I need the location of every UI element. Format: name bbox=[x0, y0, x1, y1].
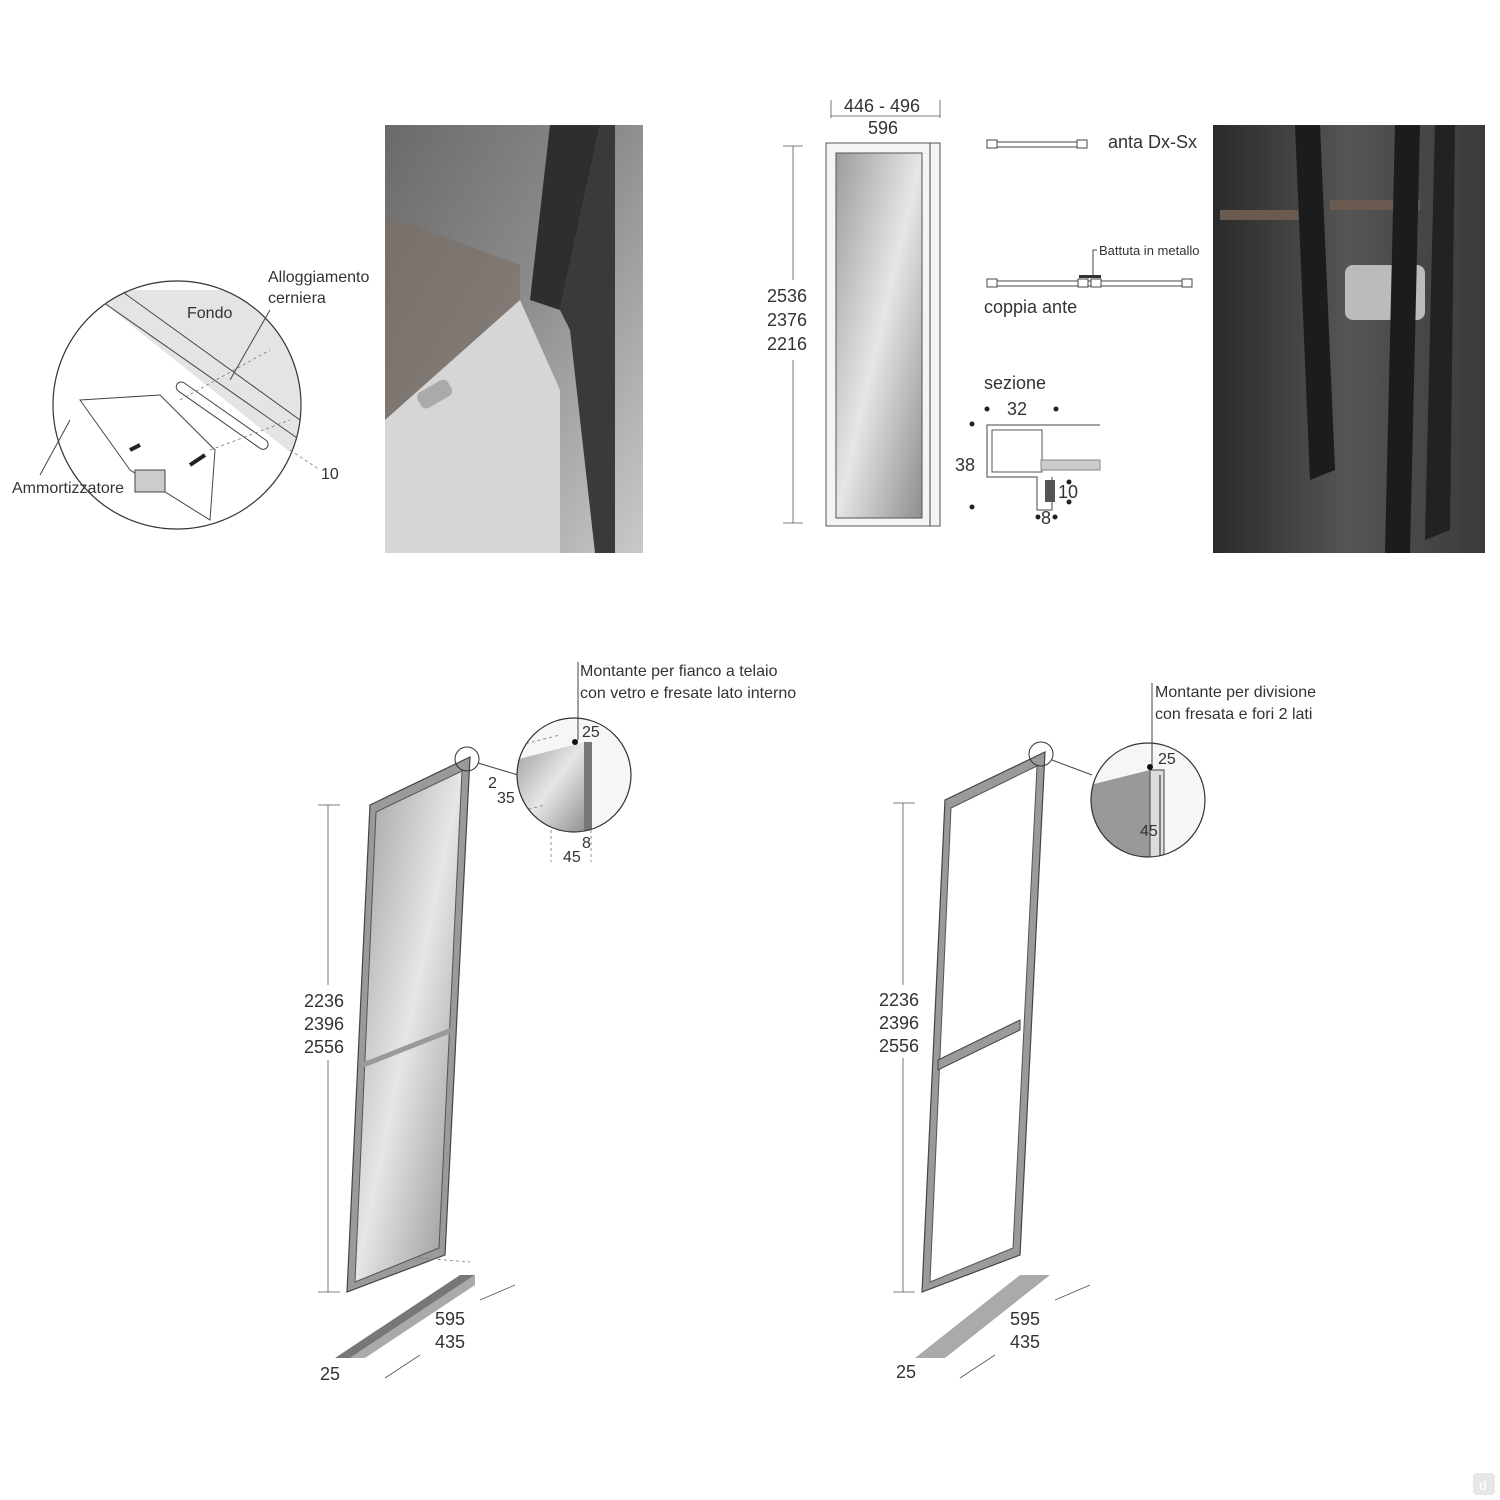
divider-callout-1: Montante per divisione bbox=[1155, 684, 1316, 701]
door-width-max: 596 bbox=[868, 118, 898, 138]
brand-logo: d bbox=[1473, 1473, 1495, 1495]
side-dim-8: 8 bbox=[582, 835, 591, 852]
door-elevation: 446 - 496 596 2536 2376 2216 bbox=[767, 96, 941, 527]
section-title: sezione bbox=[984, 373, 1046, 393]
side-upright-drawing: Montante per fianco a telaio con vetro e… bbox=[304, 662, 796, 1384]
divider-height-1: 2236 bbox=[879, 990, 919, 1010]
side-callout-2: con vetro e fresate lato interno bbox=[580, 685, 796, 702]
divider-depth-1: 595 bbox=[1010, 1309, 1040, 1329]
side-callout-1: Montante per fianco a telaio bbox=[580, 663, 778, 680]
divider-upright-drawing: Montante per divisione con fresata e for… bbox=[879, 683, 1316, 1382]
side-dim-35: 35 bbox=[497, 790, 515, 807]
door-height-3: 2216 bbox=[767, 334, 807, 354]
housing-label: Alloggiamento bbox=[268, 269, 370, 286]
section-profile bbox=[969, 406, 1101, 520]
divider-dim-45: 45 bbox=[1140, 823, 1158, 840]
divider-callout-2: con fresata e fori 2 lati bbox=[1155, 706, 1312, 723]
side-height-1: 2236 bbox=[304, 991, 344, 1011]
wardrobe-photo bbox=[1213, 125, 1485, 553]
side-depth-2: 435 bbox=[435, 1332, 465, 1352]
divider-dim-25: 25 bbox=[1158, 751, 1176, 768]
hinge-detail: Alloggiamento cerniera Fondo Ammortizzat… bbox=[12, 269, 370, 530]
side-height-3: 2556 bbox=[304, 1037, 344, 1057]
metal-stop-label: Battuta in metallo bbox=[1099, 243, 1199, 258]
divider-depth-2: 435 bbox=[1010, 1332, 1040, 1352]
section-groove-width: 8 bbox=[1041, 508, 1051, 528]
divider-height-3: 2556 bbox=[879, 1036, 919, 1056]
single-door-label: anta Dx-Sx bbox=[1108, 132, 1197, 152]
side-height-2: 2396 bbox=[304, 1014, 344, 1034]
housing-label-2: cerniera bbox=[268, 290, 326, 307]
bottom-label: Fondo bbox=[187, 305, 232, 322]
hinge-photo bbox=[385, 125, 643, 553]
side-dim-2: 2 bbox=[488, 775, 497, 792]
damper-label: Ammortizzatore bbox=[12, 480, 124, 497]
section-height: 38 bbox=[955, 455, 975, 475]
section-width: 32 bbox=[1007, 399, 1027, 419]
plan-views: anta Dx-Sx Battuta in metallo coppia ant… bbox=[955, 132, 1199, 528]
side-dim-45: 45 bbox=[563, 849, 581, 866]
door-height-1: 2536 bbox=[767, 286, 807, 306]
door-height-2: 2376 bbox=[767, 310, 807, 330]
divider-base-width: 25 bbox=[896, 1362, 916, 1382]
side-base-width: 25 bbox=[320, 1364, 340, 1384]
dim-10: 10 bbox=[321, 466, 339, 483]
side-depth-1: 595 bbox=[435, 1309, 465, 1329]
logo-letter: d bbox=[1479, 1477, 1487, 1493]
side-dim-25: 25 bbox=[582, 724, 600, 741]
door-pair-label: coppia ante bbox=[984, 297, 1077, 317]
door-width-range: 446 - 496 bbox=[844, 96, 920, 116]
section-groove-depth: 10 bbox=[1058, 482, 1078, 502]
divider-height-2: 2396 bbox=[879, 1013, 919, 1033]
